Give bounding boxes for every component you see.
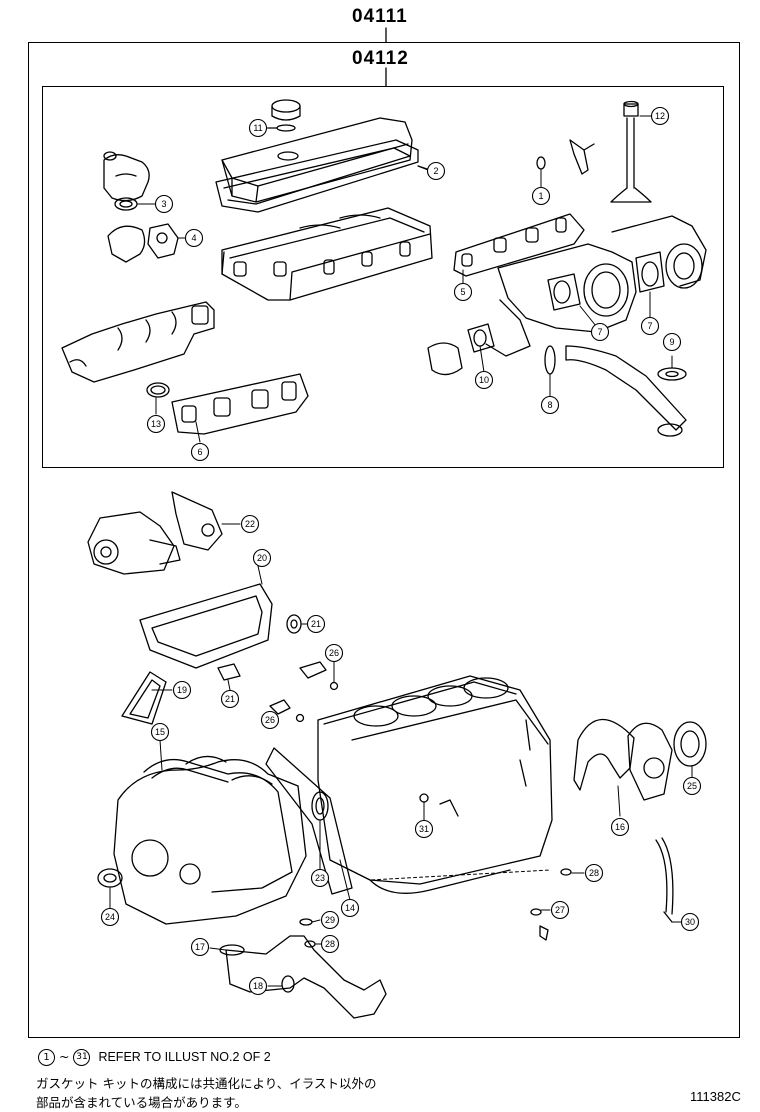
callout-1: 1 xyxy=(538,191,543,201)
callout-11: 11 xyxy=(253,123,262,133)
rear-oil-seal-housing xyxy=(627,722,673,801)
callout-25: 25 xyxy=(687,781,697,791)
callout-8: 8 xyxy=(547,400,552,410)
gasket-ring-13 xyxy=(146,382,170,398)
range-end-badge: 31 xyxy=(73,1049,91,1066)
callout-21: 21 xyxy=(311,619,321,629)
gasket-10 xyxy=(427,323,495,376)
callout-17: 17 xyxy=(195,942,205,952)
callout-5: 5 xyxy=(460,287,465,297)
gasket-21a xyxy=(286,614,302,634)
callout-31: 31 xyxy=(419,824,429,834)
subkit-code-04112: 04112 xyxy=(352,48,409,69)
turbo-gasket-7b xyxy=(635,251,665,293)
leader-lines xyxy=(109,115,693,987)
gasket-18 xyxy=(281,975,295,993)
timing-case-gasket-15 xyxy=(143,758,293,893)
water-pump-gasket-22 xyxy=(171,491,223,551)
callout-30: 30 xyxy=(685,917,695,927)
callout-2: 2 xyxy=(433,166,438,176)
callout-labels: 1123411257791081362220212619212615251631… xyxy=(105,111,697,991)
head-cover-gasket xyxy=(215,139,431,213)
timing-gear-case xyxy=(113,755,307,925)
inner-subkit-frame xyxy=(42,86,724,468)
turbocharger-assembly xyxy=(485,215,707,357)
turbo-gasket-7a xyxy=(547,273,581,311)
callout-14: 14 xyxy=(345,903,355,913)
water-pump xyxy=(87,511,181,575)
kit-code-04111: 04111 xyxy=(352,6,408,27)
callout-6: 6 xyxy=(197,447,202,457)
cylinder-head xyxy=(221,207,433,301)
injection-nozzle xyxy=(536,139,595,175)
callout-23: 23 xyxy=(315,873,325,883)
o-ring-3 xyxy=(114,197,138,211)
plug-26 xyxy=(269,661,339,723)
o-ring-29 xyxy=(299,918,313,926)
exhaust-manifold-gasket-6 xyxy=(171,373,309,435)
callout-15: 15 xyxy=(155,727,165,737)
callout-20: 20 xyxy=(257,553,267,563)
callout-7: 7 xyxy=(597,327,602,337)
range-start-badge: 1 xyxy=(38,1049,55,1066)
rear-oil-seal-retainer-16 xyxy=(573,718,635,791)
callout-9: 9 xyxy=(669,337,674,347)
reference-text: REFER TO ILLUST NO.2 OF 2 xyxy=(98,1050,271,1064)
water-outlet-housing xyxy=(103,151,150,202)
oil-seal-24 xyxy=(97,868,123,888)
callout-21: 21 xyxy=(225,694,235,704)
callout-26: 26 xyxy=(265,715,275,725)
callout-16: 16 xyxy=(615,822,625,832)
callout-28: 28 xyxy=(589,868,599,878)
gasket-8 xyxy=(544,345,556,375)
illustration-number: 111382C xyxy=(690,1089,741,1104)
exhaust-manifold-left xyxy=(61,301,215,383)
timing-cover-gasket-20 xyxy=(139,583,273,669)
rear-oil-seal-25 xyxy=(673,721,707,767)
footer-jp-line-2: 部品が含まれている場合があります。 xyxy=(36,1095,247,1110)
plug-31 xyxy=(419,793,459,817)
callout-3: 3 xyxy=(161,199,166,209)
callout-19: 19 xyxy=(177,685,187,695)
intake-manifold-gasket-5 xyxy=(453,213,585,277)
footer-reference-line: 1 ~ 31 REFER TO ILLUST NO.2 OF 2 xyxy=(38,1049,271,1066)
footer-jp-line-1: ガスケット キットの構成には共通化により、イラスト以外の xyxy=(36,1076,377,1091)
exhaust-pipe xyxy=(565,345,687,437)
gasket-21b xyxy=(217,663,241,681)
callout-13: 13 xyxy=(151,419,161,429)
oil-level-gauge-guide xyxy=(655,837,674,923)
callout-circles xyxy=(100,106,702,996)
oil-filler-cap xyxy=(267,99,301,132)
callout-12: 12 xyxy=(655,111,665,121)
callout-28: 28 xyxy=(325,939,335,949)
callout-29: 29 xyxy=(325,915,335,925)
callout-24: 24 xyxy=(105,912,115,922)
drain-plug-27 xyxy=(530,908,549,941)
callout-27: 27 xyxy=(555,905,565,915)
callout-18: 18 xyxy=(253,981,263,991)
thermostat-housing xyxy=(107,223,179,263)
intake-valve xyxy=(610,100,652,203)
oil-strainer xyxy=(219,935,387,1019)
outer-kit-frame xyxy=(28,42,740,1038)
callout-10: 10 xyxy=(479,375,489,385)
callout-26: 26 xyxy=(329,648,339,658)
gasket-19 xyxy=(121,671,167,725)
callout-22: 22 xyxy=(245,519,255,529)
gasket-14 xyxy=(265,747,353,895)
range-tilde: ~ xyxy=(58,1049,70,1064)
gasket-9 xyxy=(657,367,687,381)
drain-plug-28 xyxy=(560,868,572,876)
callout-4: 4 xyxy=(191,233,196,243)
callout-7: 7 xyxy=(647,321,652,331)
cylinder-block xyxy=(317,675,553,894)
